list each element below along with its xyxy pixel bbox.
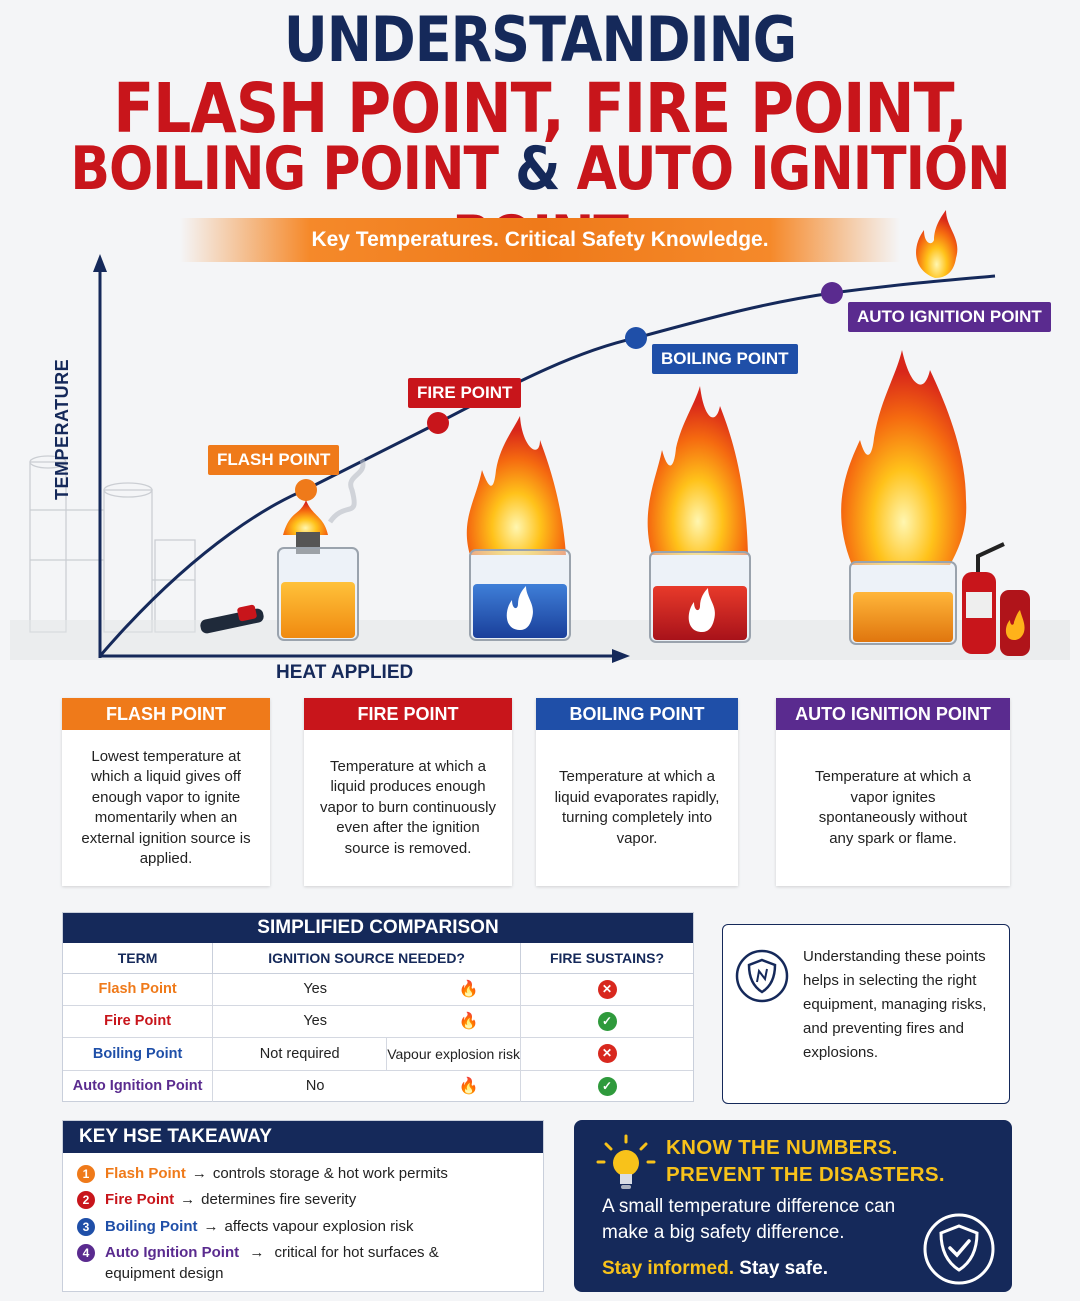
beaker-auto-ignition — [841, 350, 967, 645]
title-line-1: UNDERSTANDING — [283, 3, 797, 76]
subtitle-banner: Key Temperatures. Critical Safety Knowle… — [180, 218, 900, 262]
card-auto-ignition: AUTO IGNITION POINT Temperature at which… — [776, 698, 1010, 886]
card-boiling-point: BOILING POINT Temperature at which a liq… — [536, 698, 738, 886]
ignition-cell: Not required Vapour explosion risk — [212, 1037, 521, 1071]
y-axis-label: TEMPERATURE — [52, 358, 72, 500]
stay-safe-line: Stay informed. Stay safe. — [602, 1258, 828, 1280]
hse-takeaway-box: KEY HSE TAKEAWAY 1 Flash Point → control… — [62, 1120, 544, 1292]
temperature-curve-illustration — [10, 210, 1070, 663]
flash-point-marker — [295, 479, 317, 501]
card-title: FIRE POINT — [304, 698, 512, 730]
ignition-cell: Yes — [212, 1005, 418, 1038]
card-text: Temperature at which a liquid evaporates… — [554, 768, 720, 847]
boiling-point-label: BOILING POINT — [652, 344, 798, 374]
ignition-cell: Yes — [212, 973, 418, 1006]
term-cell: Flash Point — [63, 973, 214, 1006]
hse-term: Auto Ignition Point — [105, 1244, 240, 1261]
hse-term: Flash Point — [105, 1165, 186, 1182]
info-note: Understanding these points helps in sele… — [722, 924, 1010, 1104]
comparison-title: SIMPLIFIED COMPARISON — [63, 913, 693, 943]
lighter-icon — [200, 604, 264, 634]
table-row: Auto Ignition Point No 🔥 ✓ — [63, 1070, 693, 1102]
card-title: FLASH POINT — [62, 698, 270, 730]
number-badge: 4 — [77, 1244, 95, 1262]
number-badge: 2 — [77, 1191, 95, 1209]
title-boiling: BOILING POINT — [70, 135, 499, 204]
know-the-numbers-box: KNOW THE NUMBERS. PREVENT THE DISASTERS.… — [574, 1120, 1012, 1292]
card-fire-point: FIRE POINT Temperature at which a liquid… — [304, 698, 512, 886]
cross-icon: ✕ — [597, 979, 617, 999]
arrow-right-icon: → — [180, 1191, 196, 1208]
comparison-table: SIMPLIFIED COMPARISON TERM IGNITION SOUR… — [62, 912, 694, 1102]
col-header-term: TERM — [63, 943, 214, 974]
beaker-fire-point — [466, 416, 571, 641]
stay-safe: Stay safe. — [739, 1258, 828, 1279]
flame-icon: 🔥 — [458, 1013, 479, 1030]
card-title: AUTO IGNITION POINT — [776, 698, 1010, 730]
x-axis-label: HEAT APPLIED — [276, 662, 414, 683]
card-flash-point: FLASH POINT Lowest temperature at which … — [62, 698, 270, 886]
flame-icon: 🔥 — [458, 1078, 479, 1096]
title-ampersand: & — [515, 135, 560, 204]
table-row: Flash Point Yes 🔥 ✕ — [63, 973, 693, 1006]
fire-point-label: FIRE POINT — [408, 378, 522, 408]
list-item: 3 Boiling Point → affects vapour explosi… — [77, 1216, 413, 1237]
note-text: Understanding these points helps in sele… — [803, 948, 987, 1061]
table-row: Boiling Point Not required Vapour explos… — [63, 1037, 693, 1071]
term-cell: Fire Point — [63, 1005, 214, 1038]
shield-icon — [735, 949, 789, 1003]
boiling-point-marker — [625, 327, 647, 349]
term-cell: Boiling Point — [63, 1037, 214, 1071]
arrow-right-icon: → — [249, 1244, 265, 1261]
hse-text: controls storage & hot work permits — [212, 1165, 448, 1182]
ignition-cell: No — [305, 1078, 325, 1095]
lightbulb-icon — [596, 1134, 656, 1189]
card-title: BOILING POINT — [536, 698, 738, 730]
hse-text: determines fire severity — [201, 1191, 357, 1208]
list-item: 4 Auto Ignition Point → critical for hot… — [77, 1242, 439, 1284]
card-text: Lowest temperature at which a liquid giv… — [81, 747, 251, 868]
know-line-2: make a big safety difference. — [602, 1222, 845, 1243]
title-line-2: FLASH POINT, FIRE POINT, — [113, 68, 968, 150]
flash-point-label: FLASH POINT — [208, 445, 340, 475]
know-heading-2: PREVENT THE DISASTERS. — [666, 1163, 945, 1186]
ignition-value: Not required — [213, 1037, 388, 1070]
hse-term: Fire Point — [105, 1191, 175, 1208]
table-row: Fire Point Yes 🔥 ✓ — [63, 1005, 693, 1038]
col-header-sustains: FIRE SUSTAINS? — [520, 943, 693, 974]
col-header-ignition: IGNITION SOURCE NEEDED? — [212, 943, 521, 974]
flame-icon: 🔥 — [458, 981, 479, 998]
check-icon: ✓ — [597, 1076, 617, 1096]
subtitle-text: Key Temperatures. Critical Safety Knowle… — [311, 228, 769, 251]
arrow-right-icon: → — [203, 1218, 219, 1235]
arrow-right-icon: → — [191, 1165, 207, 1182]
hse-text-cont: equipment design — [105, 1265, 224, 1282]
know-heading-1: KNOW THE NUMBERS. — [666, 1136, 898, 1159]
beaker-boiling-point — [647, 386, 751, 643]
shield-check-icon — [923, 1213, 995, 1285]
list-item: 1 Flash Point → controls storage & hot w… — [77, 1163, 448, 1184]
hse-text: critical for hot surfaces & — [274, 1244, 439, 1261]
fire-extinguisher-icon — [962, 542, 1030, 656]
curve-end-flame — [916, 210, 958, 278]
term-cell: Auto Ignition Point — [63, 1070, 214, 1102]
number-badge: 1 — [77, 1165, 95, 1183]
number-badge: 3 — [77, 1218, 95, 1236]
fire-point-marker — [427, 412, 449, 434]
cross-icon: ✕ — [597, 1044, 617, 1063]
stay-informed: Stay informed. — [602, 1258, 734, 1279]
hse-term: Boiling Point — [105, 1218, 198, 1235]
beaker-flash-point — [277, 459, 366, 641]
card-text: Temperature at which a liquid produces e… — [320, 757, 496, 857]
know-line-1: A small temperature difference can — [602, 1196, 896, 1217]
hse-text: affects vapour explosion risk — [224, 1218, 414, 1235]
auto-ignition-marker — [821, 282, 843, 304]
card-text: Temperature at which a vapor ignites spo… — [815, 768, 971, 847]
check-icon: ✓ — [597, 1011, 617, 1031]
hse-title: KEY HSE TAKEAWAY — [63, 1121, 543, 1153]
ignition-extra: Vapour explosion risk — [387, 1045, 520, 1062]
auto-ignition-label: AUTO IGNITION POINT — [848, 302, 1051, 332]
list-item: 2 Fire Point → determines fire severity — [77, 1189, 356, 1210]
